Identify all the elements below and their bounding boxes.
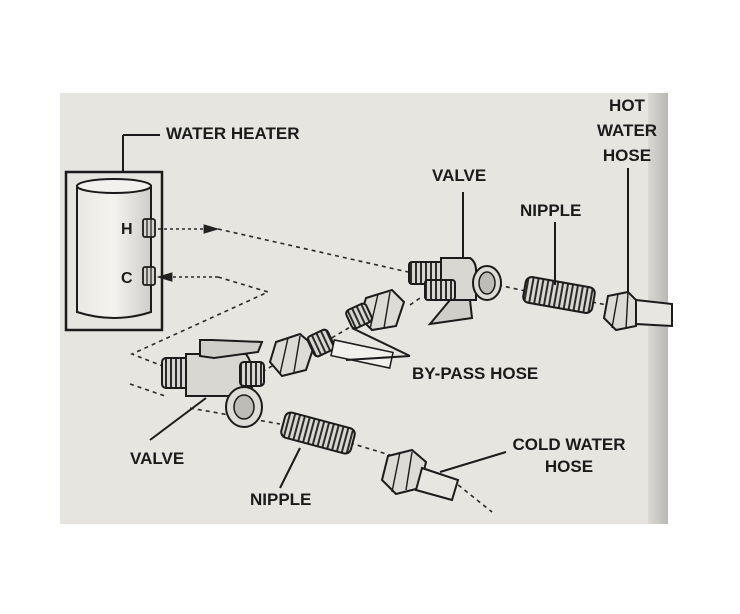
- bottom-valve-icon: [149, 339, 265, 441]
- hot-water-hose-label-line3: HOSE: [602, 146, 652, 165]
- top-valve-label: VALVE: [432, 166, 487, 185]
- bypass-hose-label: BY-PASS HOSE: [412, 364, 539, 383]
- water-heater-icon: [64, 170, 164, 332]
- hot-water-hose-icon: [602, 168, 673, 332]
- hot-water-hose-label-line1: HOT: [609, 96, 645, 115]
- top-valve-icon: [408, 192, 502, 326]
- bottom-valve-label: VALVE: [130, 449, 185, 468]
- hot-outlet-label: H: [121, 221, 133, 238]
- bypass-hose-icon: [268, 288, 411, 378]
- cold-water-hose-icon: [380, 448, 507, 502]
- bottom-nipple-label: NIPPLE: [250, 490, 312, 509]
- top-nipple-label: NIPPLE: [520, 201, 582, 220]
- bottom-nipple-icon: [279, 411, 356, 489]
- cold-water-hose-label-line1: COLD WATER: [512, 435, 626, 454]
- top-nipple-icon: [522, 222, 596, 314]
- hot-water-hose-label-line2: WATER: [596, 121, 658, 140]
- water-heater-label: WATER HEATER: [166, 124, 300, 143]
- cold-inlet-label: C: [121, 270, 133, 287]
- cold-water-hose-label-line2: HOSE: [544, 457, 594, 476]
